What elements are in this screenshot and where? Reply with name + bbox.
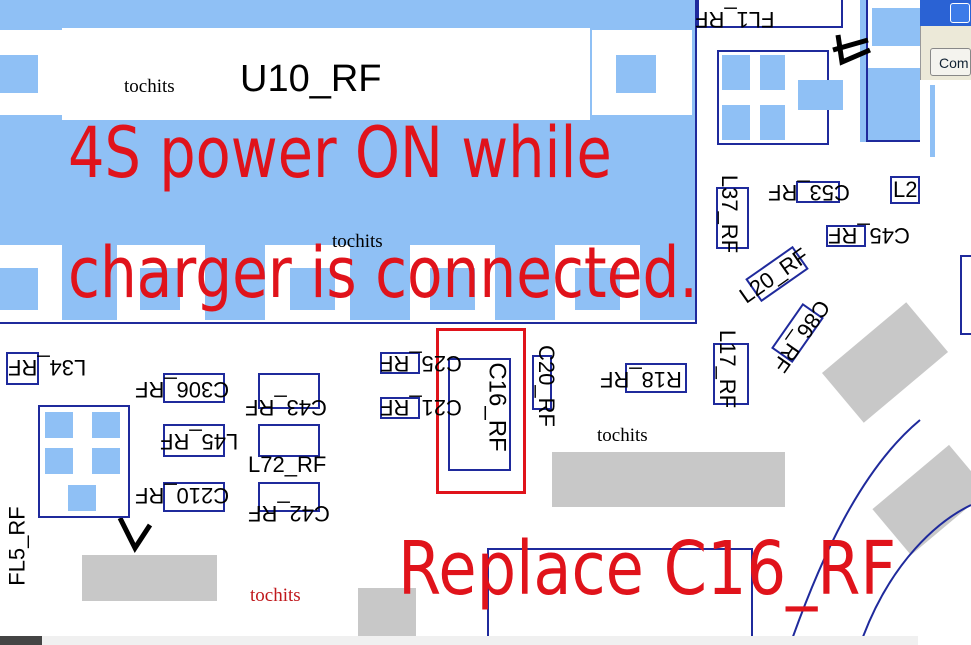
l45-box: [163, 424, 225, 457]
right-outline: [866, 0, 920, 142]
action-text: Replace C16_RF: [398, 526, 897, 612]
u10-pad-bottom-4: [290, 268, 335, 310]
window-close-icon[interactable]: [950, 3, 970, 23]
bottom-strip: [0, 636, 918, 645]
u10-pad-body: [0, 120, 695, 245]
c306-box: [163, 373, 225, 403]
u10-label: U10_RF: [240, 58, 382, 100]
c42-label: C42_RF: [248, 501, 330, 526]
headline-line2: charger is connected.: [68, 232, 698, 314]
fl1-pad-1: [722, 55, 750, 90]
c21-box: [380, 397, 420, 419]
l34-box: [6, 352, 39, 385]
u10-pad-bottom-1: [62, 245, 117, 320]
u10-pad-bottom-2: [140, 268, 180, 310]
fl1-pad-2: [760, 55, 785, 90]
r18-box: [625, 363, 687, 393]
watermark-3: tochits: [597, 425, 648, 446]
c42-box: [258, 482, 320, 512]
c306-label: C306_RF: [135, 377, 230, 402]
c16-highlight: [436, 328, 526, 494]
l2-label: L2: [893, 177, 918, 202]
u10-pad-top: [0, 0, 655, 28]
c20-box: [532, 355, 552, 410]
u10-outline-bottom: [0, 322, 697, 324]
l72-box: [258, 424, 320, 457]
u10-pad-bottom-6: [430, 268, 475, 310]
u10-small-pad-1: [0, 55, 38, 93]
gray-pad-bottom-mid: [358, 588, 416, 645]
fl5-label: FL5_RF: [4, 506, 30, 586]
u10-pad-bottom-8: [575, 268, 620, 310]
watermark-1: tochits: [124, 76, 175, 97]
l17-box: [713, 343, 749, 405]
u10-small-pad-3: [0, 268, 38, 310]
window-comm-button[interactable]: Com: [930, 48, 971, 76]
u10-small-pad-2: [616, 55, 656, 93]
c45-box: [826, 225, 866, 247]
c16-label: C16_RF: [483, 362, 511, 452]
watermark-2: tochits: [332, 231, 383, 252]
l72-label: L72_RF: [248, 452, 327, 477]
l2-box: [890, 176, 920, 204]
gray-pad-large: [552, 452, 785, 507]
c16-box: [448, 358, 511, 471]
fl5-pad-4: [92, 448, 120, 474]
c25-box: [380, 352, 420, 374]
right-edge-outline: [960, 255, 971, 335]
window-comm-label: Com: [939, 55, 969, 71]
l45-label: L45_RF: [160, 429, 239, 454]
u10-pad-bottom-9: [640, 245, 695, 320]
c210-label: C210_RF: [135, 483, 230, 508]
c43-box: [258, 373, 320, 409]
l34-label: L34_RF: [8, 355, 87, 380]
fl1-pad-4: [760, 105, 785, 140]
fl5-pad-3: [45, 448, 73, 474]
gray-pad-bottom-left: [82, 555, 217, 601]
bottom-strip-dark: [0, 636, 42, 645]
watermark-4: tochits: [250, 585, 301, 606]
c53-box: [796, 181, 840, 203]
l37-box: [716, 187, 749, 249]
fl5-pad-1: [45, 412, 73, 438]
u10-outline-right: [695, 0, 697, 324]
fl1-pad-3: [722, 105, 750, 140]
fl5-pad-2: [92, 412, 120, 438]
fl5-box: [38, 405, 130, 518]
window-right-strip: [935, 80, 971, 645]
c210-box: [163, 482, 225, 512]
headline-line1: 4S power ON while: [68, 112, 612, 194]
u10-pad-bottom-7: [495, 245, 555, 320]
right-pad-small: [872, 8, 920, 46]
fl1-pad-5: [798, 80, 843, 110]
bottom-outline: [487, 548, 753, 645]
u10-pad-bottom-5: [350, 245, 410, 320]
c43-label: C43_RF: [245, 395, 327, 420]
c25-label: C25_RF: [380, 351, 462, 376]
u10-pad-bottom-3: [205, 245, 265, 320]
c21-label: C21_RF: [380, 395, 462, 420]
c20-label: C20_RF: [533, 345, 559, 427]
fl5-pad-5: [68, 485, 96, 511]
fl1-outline: [697, 0, 843, 28]
